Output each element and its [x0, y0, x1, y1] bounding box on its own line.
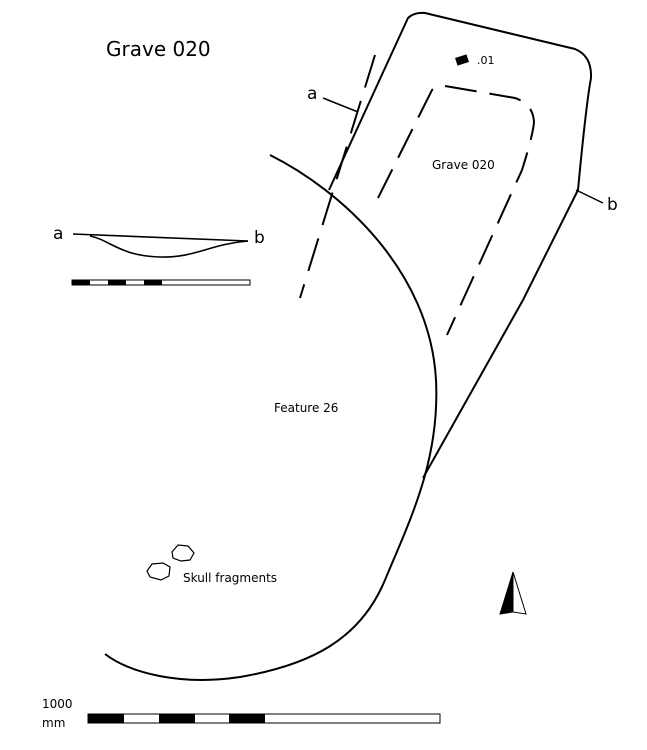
section-dashed-line — [299, 54, 376, 299]
grave-base-dashed-outline — [377, 84, 536, 336]
section-cut-profile — [89, 235, 249, 258]
skull-fragments-label: Skull fragments — [183, 571, 278, 585]
section-label-a: a — [53, 224, 64, 244]
scale-unit-label: mm — [42, 716, 66, 730]
find-label: .01 — [477, 54, 495, 67]
skull-fragment-1 — [171, 544, 195, 562]
skull-fragment-2 — [146, 562, 171, 581]
scale-value-label: 1000 — [42, 697, 73, 711]
section-leader-b — [575, 189, 604, 204]
section-label-b: b — [254, 228, 265, 248]
section-leader-a — [322, 97, 359, 113]
section-scale-bar — [71, 279, 251, 286]
feature-label: Feature 26 — [274, 401, 339, 415]
plan-section-label-a: a — [307, 84, 318, 104]
section-surface-line — [72, 233, 249, 242]
find-marker — [455, 54, 469, 66]
main-scale-bar — [87, 713, 441, 724]
section-profile — [72, 233, 249, 258]
plan-section-label-b: b — [607, 195, 618, 215]
north-arrow-icon — [499, 571, 527, 615]
feature-outline — [104, 154, 438, 681]
grave-cut-outline — [328, 11, 593, 479]
grave-label: Grave 020 — [432, 158, 495, 172]
plan-title: Grave 020 — [106, 37, 211, 61]
